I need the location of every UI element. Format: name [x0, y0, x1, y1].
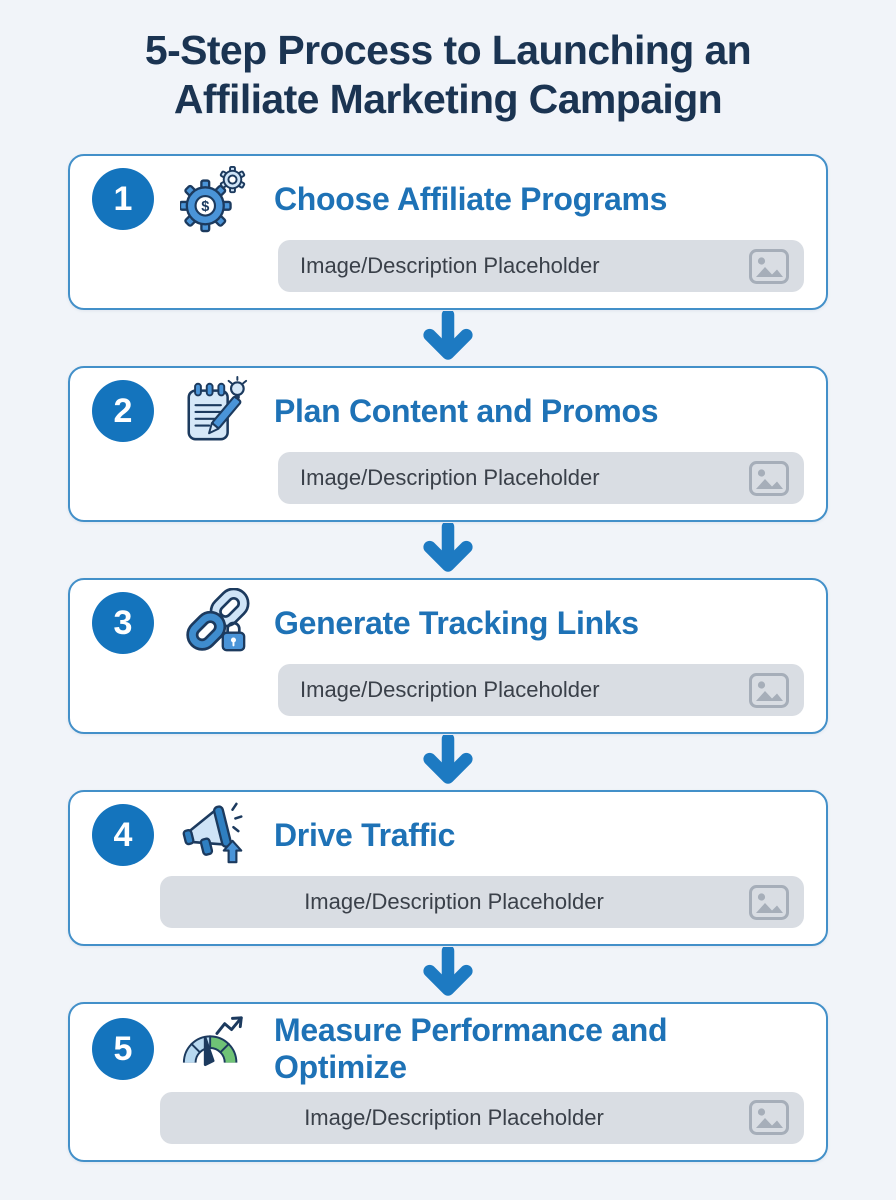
infographic-page: 5-Step Process to Launching an Affiliate… — [68, 27, 828, 1162]
page-title: 5-Step Process to Launching an Affiliate… — [144, 27, 752, 123]
step-card-1: 1 — [68, 154, 828, 311]
image-icon — [748, 1099, 790, 1136]
step-number-badge: 3 — [92, 592, 154, 655]
step-title: Plan Content and Promos — [274, 392, 659, 429]
money-gear-icon: $ — [180, 164, 250, 234]
step-card-3: 3 Generate Tracking Links — [68, 578, 828, 735]
step-number: 2 — [113, 391, 133, 430]
image-icon — [748, 884, 790, 921]
step-2-header: 2 — [92, 376, 804, 446]
down-arrow-icon — [68, 946, 828, 1002]
notepad-idea-icon — [180, 376, 250, 446]
placeholder-label: Image/Description Placeholder — [300, 465, 600, 491]
image-description-placeholder: Image/Description Placeholder — [278, 240, 804, 293]
placeholder-label: Image/Description Placeholder — [304, 889, 604, 915]
step-5-header: 5 — [92, 1012, 804, 1086]
chain-link-lock-icon — [180, 588, 250, 658]
step-number: 4 — [113, 815, 133, 854]
step-number: 5 — [113, 1029, 133, 1068]
step-title: Measure Performance and Optimize — [274, 1012, 668, 1086]
step-card-4: 4 D — [68, 790, 828, 947]
image-description-placeholder: Image/Description Placeholder — [278, 452, 804, 505]
step-title: Generate Tracking Links — [274, 604, 639, 641]
step-title: Choose Affiliate Programs — [274, 180, 668, 217]
image-description-placeholder: Image/Description Placeholder — [160, 876, 804, 929]
megaphone-icon — [180, 800, 250, 870]
step-1-header: 1 — [92, 164, 804, 234]
step-number-badge: 2 — [92, 380, 154, 443]
placeholder-label: Image/Description Placeholder — [304, 1104, 604, 1130]
down-arrow-icon — [68, 734, 828, 790]
placeholder-label: Image/Description Placeholder — [300, 253, 600, 279]
image-icon — [748, 672, 790, 709]
image-description-placeholder: Image/Description Placeholder — [278, 664, 804, 717]
step-number-badge: 5 — [92, 1018, 154, 1081]
step-number: 1 — [113, 179, 133, 218]
step-4-header: 4 D — [92, 800, 804, 870]
gauge-growth-icon — [180, 1014, 250, 1084]
image-description-placeholder: Image/Description Placeholder — [160, 1091, 804, 1144]
down-arrow-icon — [68, 310, 828, 366]
step-3-header: 3 Generate Tracking Links — [92, 588, 804, 658]
step-number-badge: 4 — [92, 804, 154, 867]
step-card-5: 5 — [68, 1002, 828, 1162]
image-icon — [748, 460, 790, 497]
step-number: 3 — [113, 603, 133, 642]
step-card-2: 2 — [68, 366, 828, 523]
down-arrow-icon — [68, 522, 828, 578]
process-flow: 1 — [68, 154, 828, 1162]
placeholder-label: Image/Description Placeholder — [300, 677, 600, 703]
step-title: Drive Traffic — [274, 816, 456, 853]
image-icon — [748, 248, 790, 285]
step-number-badge: 1 — [92, 168, 154, 231]
svg-text:$: $ — [201, 199, 209, 215]
